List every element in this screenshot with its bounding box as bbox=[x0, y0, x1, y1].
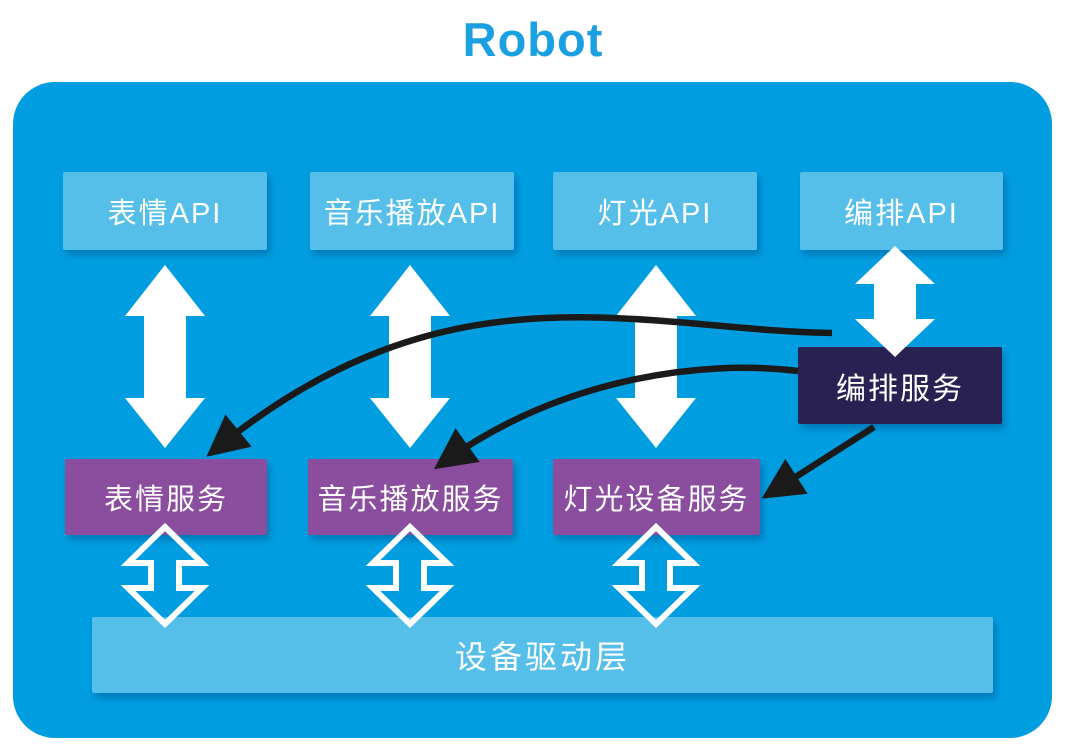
service-box-music: 音乐播放服务 bbox=[308, 459, 513, 535]
orchestration-service-box: 编排服务 bbox=[798, 347, 1002, 424]
driver-layer-bar: 设备驱动层 bbox=[92, 617, 993, 693]
api-box-orchestration: 编排API bbox=[800, 172, 1003, 250]
diagram-title: Robot bbox=[462, 13, 604, 66]
api-box-light: 灯光API bbox=[553, 172, 757, 250]
api-box-music: 音乐播放API bbox=[310, 172, 514, 250]
api-box-expression: 表情API bbox=[63, 172, 267, 250]
service-box-light: 灯光设备服务 bbox=[553, 459, 760, 535]
service-box-expression: 表情服务 bbox=[65, 459, 267, 535]
